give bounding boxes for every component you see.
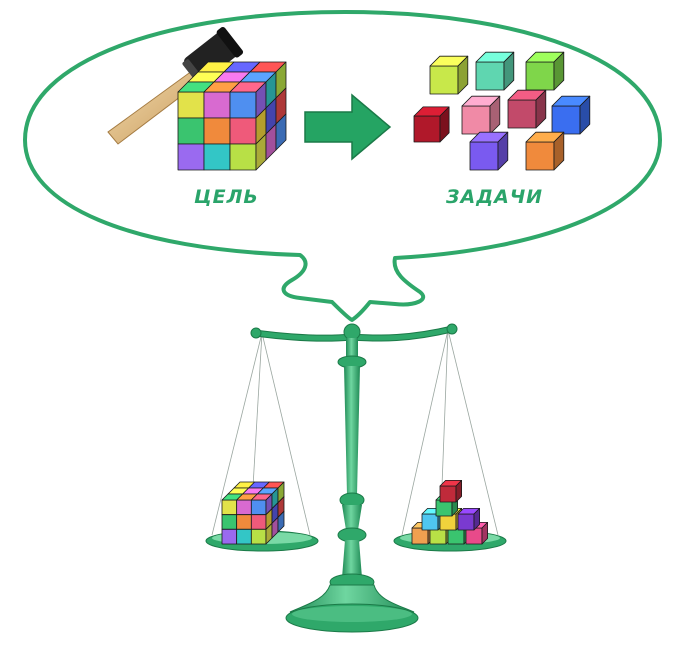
hammer-icon [107, 26, 244, 145]
goal-label: ЦЕЛЬ [194, 186, 259, 208]
pan-task-cubes-group [411, 479, 489, 545]
small-cube-icon [507, 89, 547, 129]
small-cube-icon [469, 131, 509, 171]
small-cube-icon [429, 55, 469, 95]
small-cube-icon [525, 131, 565, 171]
tasks-label: ЗАДАЧИ [446, 186, 544, 208]
small-cube-icon [457, 507, 481, 531]
small-cube-icon [413, 106, 450, 143]
small-cube-icon [475, 51, 515, 91]
small-cube-icon [525, 51, 565, 91]
small-cube-icon [551, 95, 591, 135]
rubiks-cube-icon [177, 61, 287, 171]
pan-rubiks-cube-icon [221, 481, 285, 545]
balance-scale-icon [205, 323, 507, 633]
arrow-right-icon [304, 93, 392, 161]
task-cubes-group [413, 51, 591, 171]
thought-bubble [23, 10, 662, 322]
small-cube-icon [439, 479, 463, 503]
small-cube-icon [461, 95, 501, 135]
